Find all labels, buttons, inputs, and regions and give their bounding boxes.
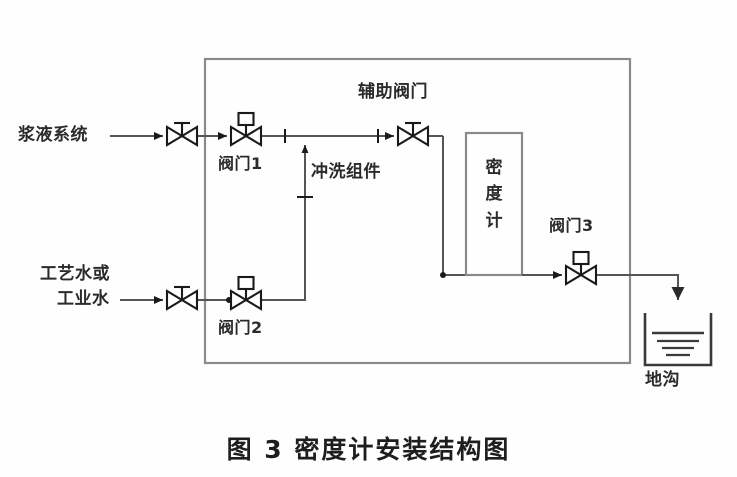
pipe-meter-downcomer — [442, 136, 466, 276]
density-meter-label: 密 度 计 — [483, 155, 505, 234]
aux-valve[interactable] — [396, 121, 430, 147]
figure-caption: 图 3 密度计安装结构图 — [226, 435, 511, 464]
water-inlet-valve[interactable] — [165, 285, 199, 311]
valve-3[interactable] — [564, 250, 598, 286]
inlet-label-process-water-line1: 工艺水或 — [40, 264, 110, 284]
density-meter-char-1: 密 — [485, 158, 503, 178]
slurry-inlet-valve[interactable] — [165, 121, 199, 147]
valve-3-label: 阀门3 — [549, 216, 594, 235]
valve-1[interactable] — [229, 111, 263, 147]
skid-boundary — [203, 57, 632, 365]
inlet-label-slurry: 浆液系统 — [18, 125, 88, 145]
flush-assembly-label: 冲洗组件 — [311, 162, 381, 182]
valve-2[interactable] — [229, 275, 263, 311]
junction-meter-bottom — [440, 272, 446, 278]
pipe-to-drain — [596, 274, 685, 300]
drain-pit-vessel — [643, 313, 713, 367]
inlet-label-process-water-line2: 工业水 — [57, 289, 110, 309]
valve-2-label: 阀门2 — [218, 318, 263, 337]
valve-1-label: 阀门1 — [218, 154, 263, 173]
density-meter-body — [464, 131, 524, 277]
density-meter-char-2: 度 — [485, 184, 503, 205]
aux-valve-label: 辅助阀门 — [358, 82, 428, 102]
pipe-flush-riser — [261, 145, 309, 301]
density-meter-char-3: 计 — [485, 210, 503, 231]
drain-pit-label: 地沟 — [645, 370, 680, 390]
